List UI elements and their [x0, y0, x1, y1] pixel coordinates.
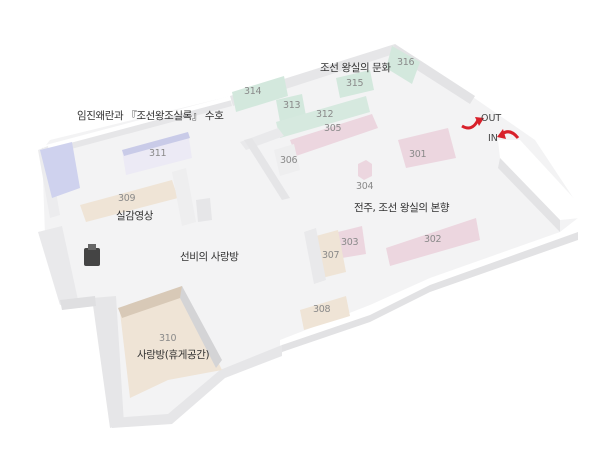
zone-label-imjin-war: 임진왜란과 『조선왕조실록』 수호	[77, 110, 224, 122]
room-number-307: 307	[322, 250, 340, 261]
room-number-316: 316	[397, 57, 415, 68]
out-arrow-icon	[461, 119, 480, 130]
room-number-315: 315	[346, 78, 364, 89]
room-number-312: 312	[316, 109, 334, 120]
wall-east-side	[498, 158, 560, 232]
room-number-311: 311	[149, 148, 167, 159]
room-311-wall	[122, 132, 190, 156]
zone-label-scholar-room: 선비의 사랑방	[180, 251, 239, 263]
room-309-side	[196, 198, 212, 222]
scholar-statue-icon	[84, 244, 100, 266]
zone-label-immersive-video: 실감영상	[116, 210, 154, 222]
zone-label-rest-room: 사랑방(휴게공간)	[137, 349, 210, 361]
room-number-301: 301	[409, 149, 427, 160]
room-number-309: 309	[118, 193, 136, 204]
room-301-block	[398, 128, 456, 168]
room-302-block	[386, 218, 480, 266]
room-314-block	[232, 76, 288, 112]
wall-east	[498, 140, 580, 220]
room-310-wall-back	[118, 286, 186, 318]
room-number-308: 308	[313, 304, 331, 315]
exit-label: OUT	[481, 113, 502, 124]
room-303-block	[338, 226, 366, 258]
room-number-314: 314	[244, 86, 262, 97]
room-309-wall	[172, 168, 196, 226]
wall-south-east	[280, 218, 578, 350]
room-number-302: 302	[424, 234, 442, 245]
wall-west-bottom	[60, 296, 96, 310]
room-310-wall-right	[180, 286, 222, 368]
wall-west-lower	[92, 296, 124, 428]
partition-central-left	[244, 138, 290, 200]
wall-south-east-side	[282, 232, 578, 352]
room-number-303: 303	[341, 237, 359, 248]
in-arrow-head	[497, 129, 506, 139]
out-arrow-head	[475, 117, 484, 126]
room-312-block	[276, 96, 370, 138]
room-309-block	[80, 180, 178, 222]
room-313-block	[276, 94, 306, 122]
room-304-cube	[358, 160, 372, 180]
entrance-label: IN	[488, 133, 498, 144]
room-305-block	[290, 114, 378, 156]
zone-label-jeonju: 전주, 조선 왕실의 본향	[354, 202, 450, 214]
room-311-block	[122, 132, 192, 175]
wall-west-step	[38, 226, 78, 305]
room-306-block	[274, 144, 300, 176]
room-308-block	[300, 296, 350, 330]
room-315-block	[336, 70, 374, 98]
partition-307	[304, 228, 326, 284]
room-number-313: 313	[283, 100, 301, 111]
wall-north-west-top	[42, 96, 232, 150]
room-lavender-corner	[40, 142, 80, 198]
wall-south	[112, 345, 282, 428]
zone-label-court-culture: 조선 왕실의 문화	[320, 62, 391, 74]
room-310-floor	[120, 290, 222, 398]
room-316-block	[386, 46, 420, 84]
room-number-310: 310	[159, 333, 177, 344]
room-number-306: 306	[280, 155, 298, 166]
room-number-304: 304	[356, 181, 374, 192]
room-307-block	[316, 230, 346, 278]
room-number-305: 305	[324, 123, 342, 134]
